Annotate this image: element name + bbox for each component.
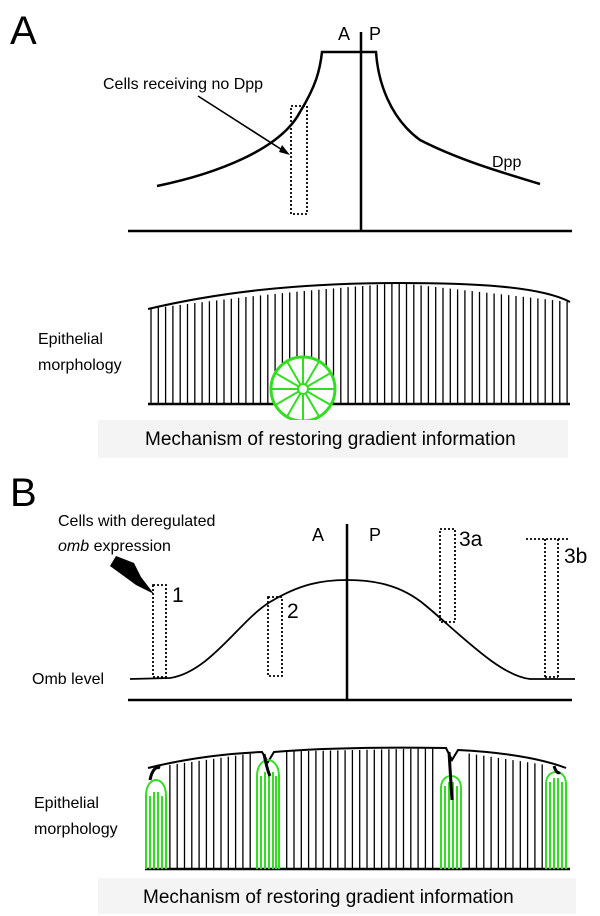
panel-b-invagination-2 [262,753,272,777]
panel-b-invagination-1 [148,766,161,781]
panel-b: B A P 1 2 3a 3b Cells with deregulated o… [10,471,587,914]
panel-a-annotation: Cells receiving no Dpp [103,76,263,93]
panel-b-clone-3a [439,528,456,623]
panel-b-omb-label: Omb level [32,671,104,688]
panel-a-cyst [269,355,337,423]
cyst-spoke [304,361,320,386]
panel-a-dpp-curve [156,50,541,188]
panel-b-caption: Mechanism of restoring gradient informat… [143,887,514,908]
panel-a-morphology-label-line1: Epithelial [38,331,103,348]
panel-a-epithelium-apical [147,281,571,310]
panel-b-green-clone-1 [145,778,167,869]
panel-b-clone-label-2: 2 [287,600,299,623]
panel-a-caption-box [98,420,568,458]
panel-b-clone-1 [152,584,167,678]
panel-b-invaginations [148,751,562,801]
panel-b-morphology-label-line1: Epithelial [34,795,99,812]
panel-b-annotation-arrow [110,556,154,594]
panel-b-annotation-gene: omb [58,538,89,555]
panel-a-morphology-label-line2: morphology [38,357,122,374]
panel-a-epithelium [147,281,571,423]
panel-b-green-clones [145,758,567,869]
panel-b-green-clone-3b [545,770,567,869]
panel-b-clone-label-3b: 3b [564,545,587,568]
panel-a: A A P Cells receiving no Dpp Dpp [10,9,572,458]
panel-b-clone-label-1: 1 [172,584,184,607]
panel-b-posterior-label: P [369,525,381,545]
panel-b-clone-2 [267,596,283,677]
panel-a-annotation-pointer [197,95,288,154]
panel-b-invagination-3a [447,751,454,801]
panel-b-omb-curve [129,579,575,680]
panel-a-annotation-arrowhead [279,145,290,155]
cyst-spoke [275,372,300,388]
panel-b-clone-label-3a: 3a [459,528,483,551]
panel-a-posterior-label: P [369,24,381,44]
panel-b-annotation-line2: omb expression [58,538,171,555]
panel-b-green-clone-2 [256,758,280,869]
panel-a-anterior-label: A [338,24,350,44]
cyst-spoke [306,372,331,388]
panel-b-epithelium [145,746,570,871]
cyst-spoke [306,390,331,406]
panel-a-cell-walls [150,283,568,404]
panel-b-invagination-3b [552,765,562,775]
panel-b-letter: B [10,471,37,515]
panel-a-dpp-clone [290,105,308,215]
panel-b-morphology-label-line2: morphology [34,821,118,838]
panel-b-caption-box [98,878,576,914]
panel-a-caption: Mechanism of restoring gradient informat… [145,429,516,450]
cyst-spoke [286,361,302,386]
cyst-spoke [286,392,302,417]
panel-b-annotation-rest: expression [89,538,171,555]
panel-a-cyst-lumen [297,383,309,395]
cyst-spoke [275,390,300,406]
panel-b-clone-3b [526,538,568,678]
panel-b-annotation-line1: Cells with deregulated [58,513,215,530]
panel-b-cell-walls [169,748,543,869]
panel-b-anterior-label: A [312,525,324,545]
panel-a-cyst-spokes [272,358,334,420]
panel-a-dpp-label: Dpp [492,154,521,171]
panel-a-letter: A [10,9,37,53]
panel-b-epithelium-apical [147,746,567,769]
cyst-spoke [304,392,320,417]
